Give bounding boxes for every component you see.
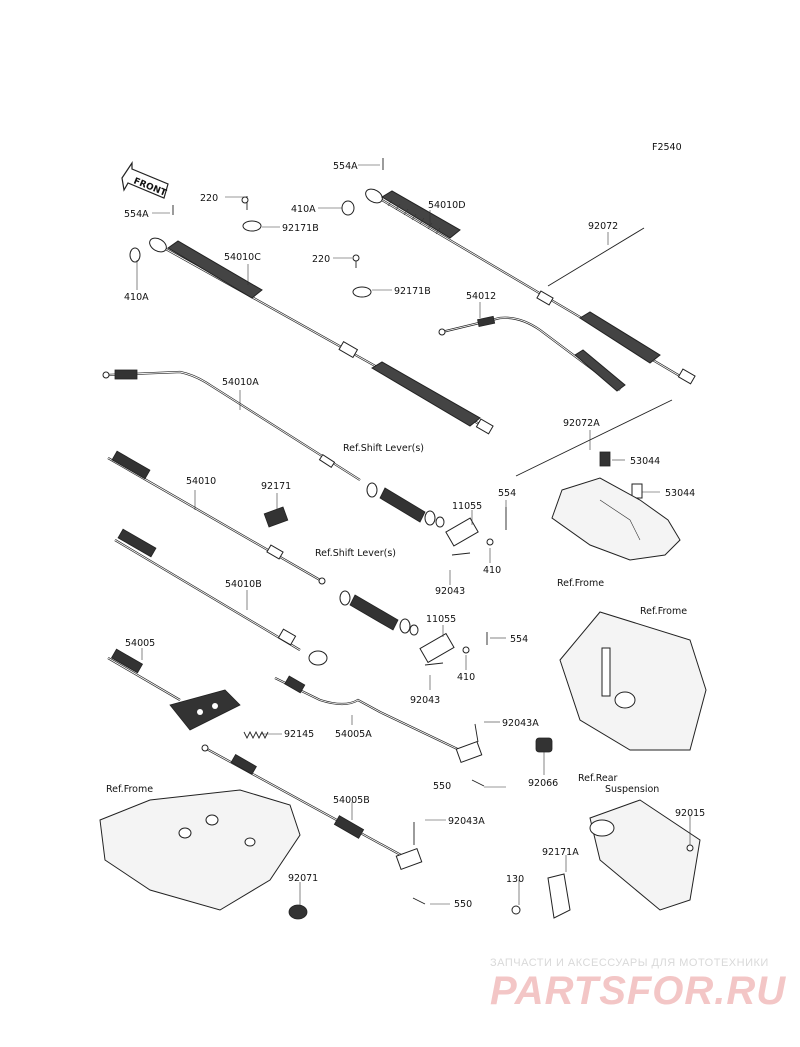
- clamp-92171: [263, 506, 289, 528]
- cable-54010A: [102, 369, 361, 481]
- label-54010C: 54010C: [224, 252, 261, 263]
- label-410-b: 410: [457, 672, 475, 683]
- label-ref-frome-3: Ref.Frome: [106, 784, 153, 795]
- cable-54005: [107, 648, 241, 731]
- label-92071: 92071: [288, 873, 318, 884]
- label-11055-a: 11055: [452, 501, 482, 512]
- watermark-tagline: ЗАПЧАСТИ И АКСЕССУАРЫ ДЛЯ МОТОТЕХНИКИ: [490, 957, 769, 969]
- label-92171B-a: 92171B: [282, 223, 319, 234]
- label-54012: 54012: [466, 291, 496, 302]
- label-92171B-b: 92171B: [394, 286, 431, 297]
- label-54005B: 54005B: [333, 795, 370, 806]
- label-554: 554: [498, 488, 516, 499]
- label-92171A: 92171A: [542, 847, 579, 858]
- rear-suspension: [511, 799, 701, 919]
- label-554A-left: 554A: [124, 209, 149, 220]
- label-92171: 92171: [261, 481, 291, 492]
- cable-54010D: [365, 188, 696, 385]
- hardware: [129, 158, 507, 905]
- frame-ref-1: [551, 477, 681, 561]
- label-ref-shift-2: Ref.Shift Lever(s): [315, 548, 396, 559]
- cable-54010B: [114, 528, 328, 666]
- label-554-b: 554: [510, 634, 528, 645]
- label-410A-b: 410A: [124, 292, 149, 303]
- watermark-logo: ЗАПЧАСТИ И АКСЕССУАРЫ ДЛЯ МОТОТЕХНИКИ PA…: [490, 957, 786, 1013]
- cable-54010C: [149, 237, 494, 435]
- figure-code: F2540: [652, 142, 682, 153]
- frame-ref-3: [99, 789, 308, 920]
- label-220-b: 220: [312, 254, 330, 265]
- label-11055-b: 11055: [426, 614, 456, 625]
- label-92072: 92072: [588, 221, 618, 232]
- shift-lever-assy-2: [339, 590, 470, 664]
- tie-92072A: [515, 399, 673, 477]
- callout-labels: 554A 554A 220 92171B 410A 54010D 92072 4…: [106, 161, 705, 910]
- label-92043A-b: 92043A: [448, 816, 485, 827]
- cable-54005B: [201, 744, 423, 870]
- tie-92072: [547, 227, 645, 287]
- label-92066: 92066: [528, 778, 558, 789]
- label-92043A-a: 92043A: [502, 718, 539, 729]
- label-92015: 92015: [675, 808, 705, 819]
- label-54010B: 54010B: [225, 579, 262, 590]
- label-410-a: 410: [483, 565, 501, 576]
- label-92043-a: 92043: [435, 586, 465, 597]
- label-54005: 54005: [125, 638, 155, 649]
- cable-54010: [107, 450, 326, 585]
- label-550-b: 550: [454, 899, 472, 910]
- label-554A-top: 554A: [333, 161, 358, 172]
- label-92072A: 92072A: [563, 418, 600, 429]
- cap-92066: [535, 737, 553, 753]
- label-ref-frome-2: Ref.Frome: [640, 606, 687, 617]
- label-54005A: 54005A: [335, 729, 372, 740]
- label-92145: 92145: [284, 729, 314, 740]
- label-130: 130: [506, 874, 524, 885]
- label-54010D: 54010D: [428, 200, 466, 211]
- cable-54005A: [274, 675, 483, 763]
- shift-lever-assy-1: [366, 482, 494, 547]
- label-ref-rear-1: Ref.Rear: [578, 773, 618, 784]
- label-410A-a: 410A: [291, 204, 316, 215]
- leader-lines: [136, 164, 691, 905]
- label-53044-b: 53044: [665, 488, 695, 499]
- label-54010: 54010: [186, 476, 216, 487]
- label-ref-rear-2: Suspension: [605, 784, 659, 795]
- front-arrow-icon: FRONT: [121, 161, 169, 199]
- cable-54012: [438, 315, 626, 392]
- label-92043-b: 92043: [410, 695, 440, 706]
- label-54010A: 54010A: [222, 377, 259, 388]
- label-550-a: 550: [433, 781, 451, 792]
- label-ref-frome-1: Ref.Frome: [557, 578, 604, 589]
- label-220-a: 220: [200, 193, 218, 204]
- watermark-brand: PARTSFOR.RU: [490, 969, 786, 1013]
- spring-92145: [243, 730, 269, 740]
- label-53044-a: 53044: [630, 456, 660, 467]
- frame-ref-2: [559, 611, 707, 751]
- label-ref-shift-1: Ref.Shift Lever(s): [343, 443, 424, 454]
